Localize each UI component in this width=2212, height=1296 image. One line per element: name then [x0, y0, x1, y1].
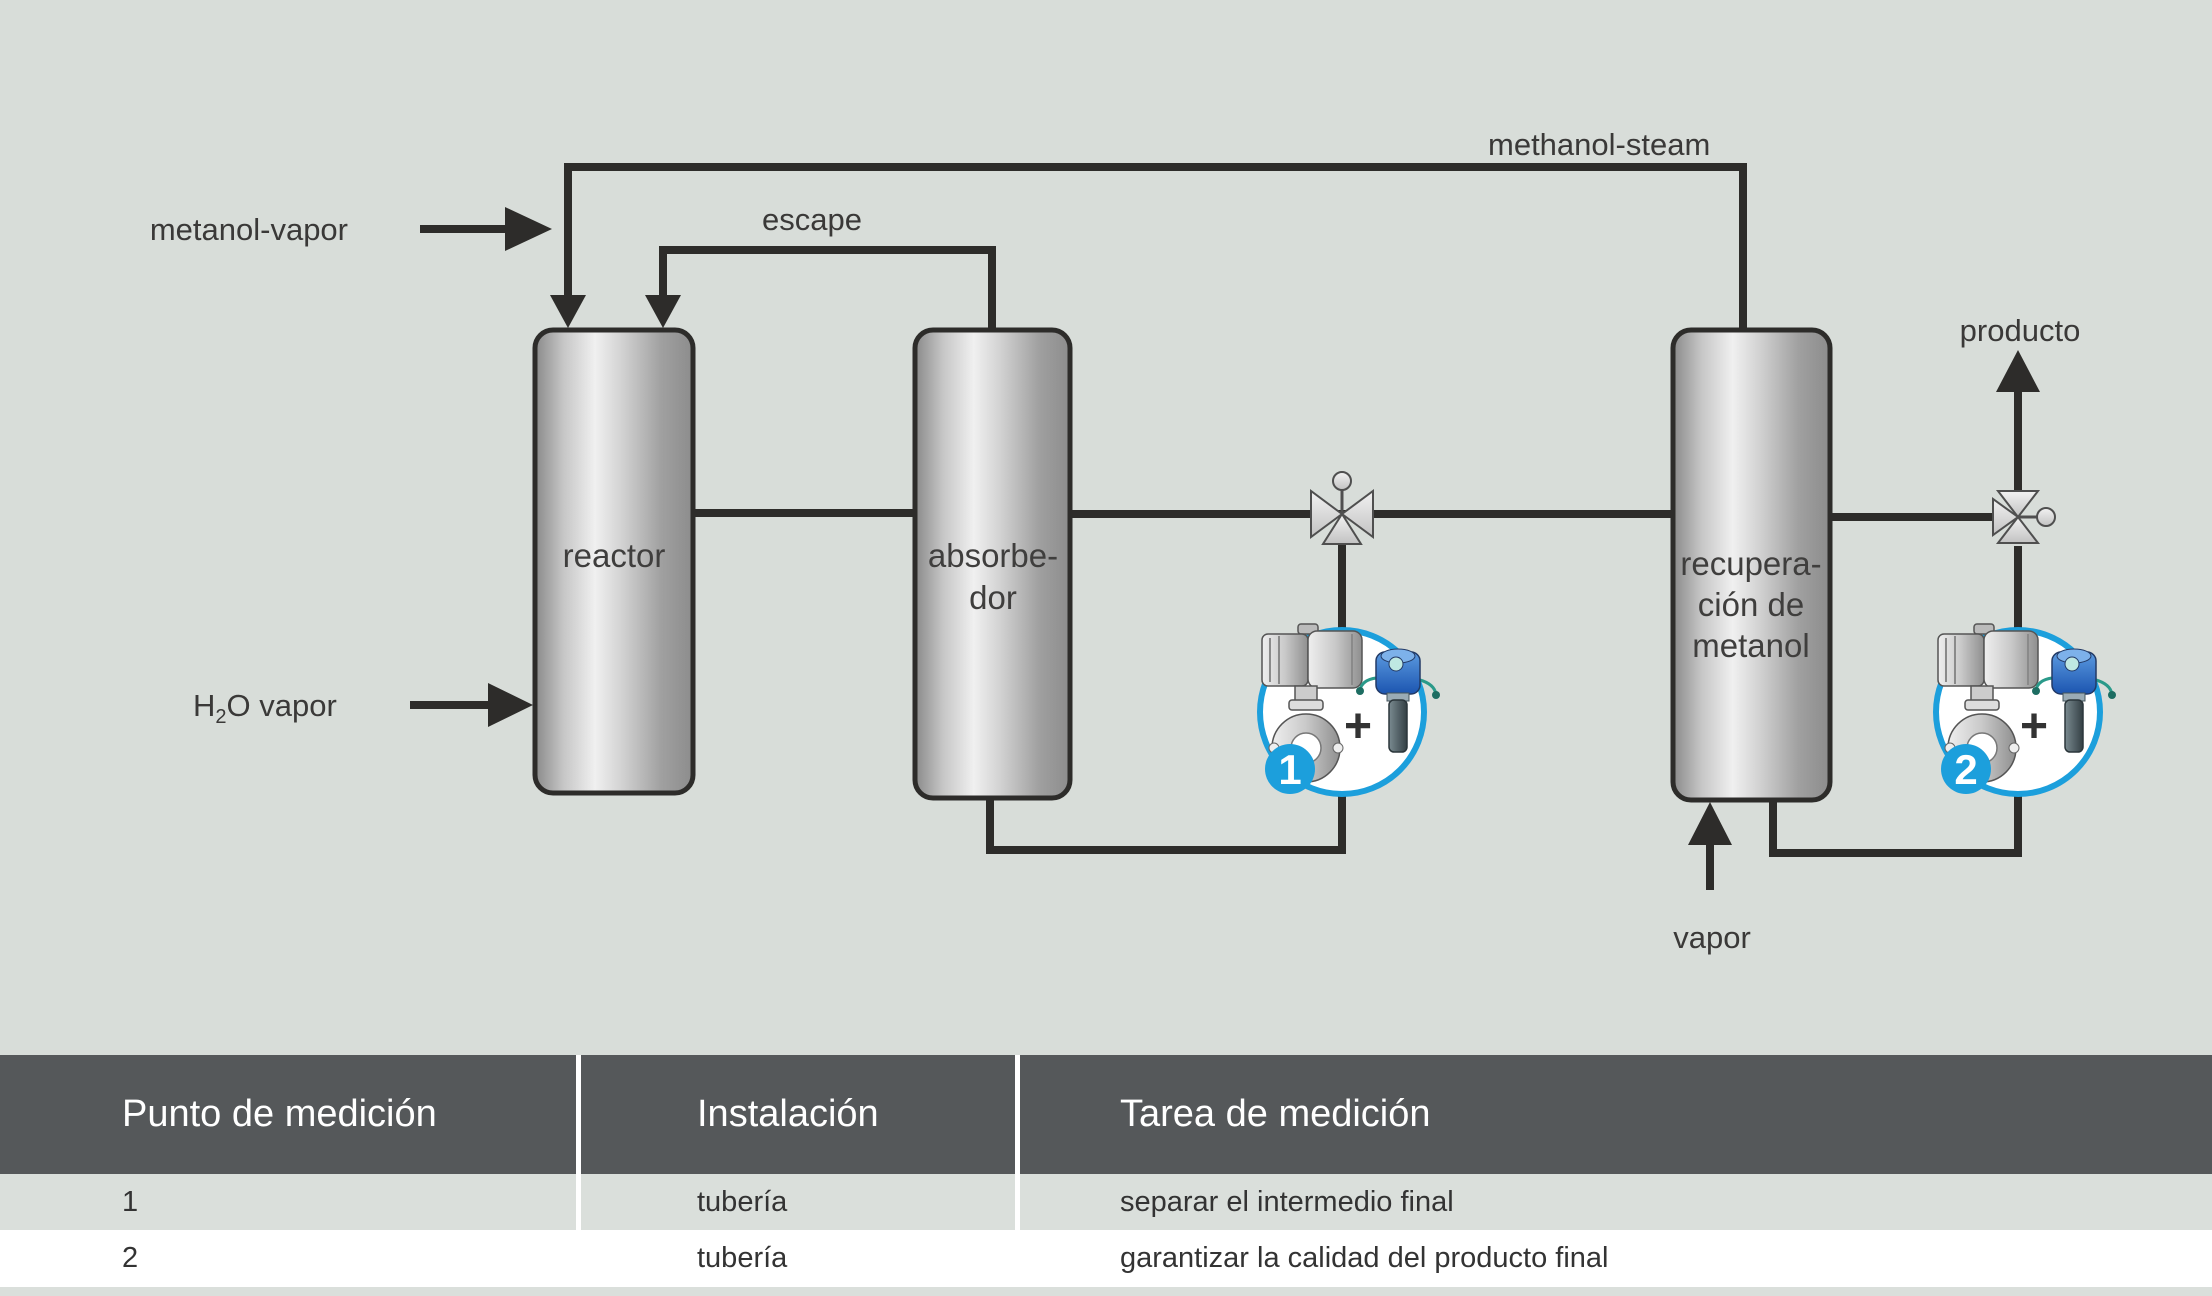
row2-point: 2	[122, 1242, 139, 1274]
table-row: 2 tubería garantizar la calidad del prod…	[0, 1230, 2212, 1287]
metanol-vapor-label: metanol-vapor	[150, 212, 348, 247]
badge-2-number: 2	[1954, 746, 1977, 793]
producto-label: producto	[1960, 313, 2081, 348]
table-row: 1 tubería separar el intermedio final	[0, 1174, 2212, 1230]
column-separator	[1015, 1055, 1020, 1230]
table-bottom-strip	[0, 1287, 2212, 1296]
badge-1-number: 1	[1278, 746, 1301, 793]
row1-installation: tubería	[697, 1185, 788, 1218]
escape-label: escape	[762, 202, 862, 237]
vessel-recovery	[1670, 327, 1833, 803]
row2-task: garantizar la calidad del producto final	[1120, 1242, 1609, 1274]
absorber-label-line1: absorbe-	[928, 537, 1058, 574]
badge-2-circle	[1941, 744, 1991, 794]
arrow-producto	[1996, 350, 2040, 392]
arrow-into-reactor-right	[645, 295, 681, 328]
methanol-steam-label: methanol-steam	[1488, 127, 1710, 162]
row1-point: 1	[122, 1185, 139, 1218]
arrow-metanol-vapor	[505, 207, 552, 251]
pipe-escape	[659, 246, 996, 330]
vapor-label: vapor	[1673, 920, 1751, 955]
row1-task: separar el intermedio final	[1120, 1185, 1454, 1218]
valve-2	[1992, 490, 2056, 544]
arrow-vapor	[1688, 802, 1732, 845]
header-instalacion: Instalación	[697, 1093, 879, 1135]
arrow-into-reactor-left	[550, 295, 586, 328]
pipe-methanol-steam	[564, 163, 1747, 330]
absorber-label-line2: dor	[969, 579, 1017, 616]
recovery-label-line1: recupera-	[1680, 545, 1821, 582]
badge-1-circle	[1265, 744, 1315, 794]
vessel-absorber	[912, 327, 1073, 801]
vessel-reactor	[532, 327, 696, 796]
valve-1	[1310, 471, 1374, 545]
table-header-row: Punto de medición Instalación Tarea de m…	[0, 1055, 2212, 1174]
recovery-label-line3: metanol	[1692, 627, 1809, 664]
header-punto-de-medicion: Punto de medición	[122, 1093, 437, 1135]
recovery-label-line2: ción de	[1698, 586, 1804, 623]
measurement-table: Punto de medición Instalación Tarea de m…	[0, 1055, 2212, 1296]
reactor-label: reactor	[563, 537, 666, 574]
measuring-point-2: 2	[1933, 622, 2118, 797]
h2o-vapor-label: H2O vapor	[193, 688, 337, 728]
column-separator	[576, 1055, 581, 1230]
row2-installation: tubería	[697, 1242, 788, 1274]
measuring-point-1: 1	[1257, 622, 1442, 797]
process-flow-diagram: +	[150, 127, 2118, 955]
header-tarea-de-medicion: Tarea de medición	[1120, 1093, 1431, 1135]
arrow-h2o-vapor	[488, 683, 533, 727]
